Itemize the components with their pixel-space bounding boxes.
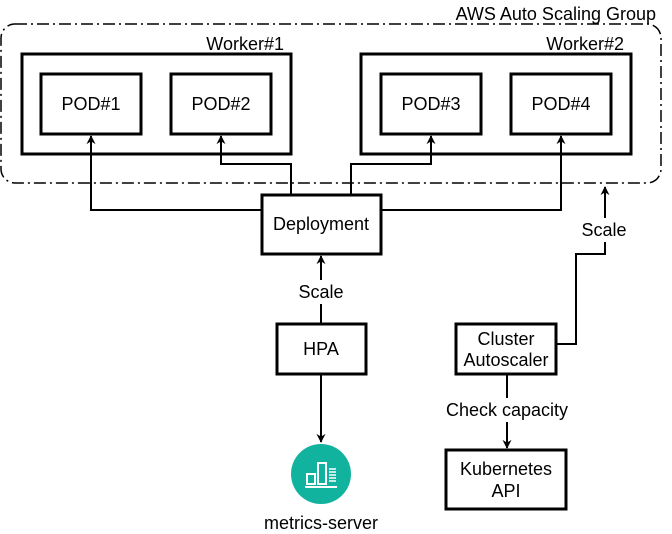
cluster-autoscaler-label-line-1: Cluster [477, 329, 534, 349]
kubernetes-api-label-line-2: API [491, 481, 520, 501]
kubernetes-api-label-line-1: Kubernetes [460, 459, 552, 479]
worker-2-label: Worker#2 [546, 34, 624, 54]
edge-deployment-pod-1 [86, 135, 262, 211]
pod-3-label: POD#3 [401, 94, 460, 114]
hpa-box [275, 322, 368, 376]
edge-deployment-pod-4 [381, 135, 566, 211]
pod-3 [379, 72, 483, 136]
deployment-box [260, 193, 383, 256]
auto-scaling-group-label: AWS Auto Scaling Group [456, 4, 656, 24]
autoscaler-edge-label: Scale [581, 220, 626, 240]
edge-deployment-pod-3 [350, 135, 436, 195]
metrics-server-label: metrics-server [264, 513, 378, 533]
check-capacity-label: Check capacity [446, 400, 568, 420]
check-capacity-label-bg [442, 398, 573, 422]
pod-4-label: POD#4 [531, 94, 590, 114]
hpa-edge-label-bg [290, 280, 352, 304]
kubernetes-api-box [444, 448, 568, 511]
deployment-label: Deployment [273, 214, 369, 234]
auto-scaling-group [0, 23, 662, 184]
cluster-autoscaler-label-line-2: Autoscaler [463, 350, 548, 370]
worker-1-label: Worker#1 [206, 34, 284, 54]
pod-2-label: POD#2 [191, 94, 250, 114]
pod-4 [509, 72, 613, 136]
cluster-autoscaler-box [454, 322, 558, 376]
pod-2 [169, 72, 273, 136]
pod-1 [39, 72, 143, 136]
hpa-edge-label: Scale [298, 282, 343, 302]
autoscaler-edge-label-bg [576, 218, 634, 242]
pod-1-label: POD#1 [61, 94, 120, 114]
edge-deployment-pod-2 [216, 135, 292, 195]
hpa-label: HPA [303, 339, 339, 359]
metrics-server-icon [291, 444, 351, 504]
edge-autoscaler-asg [556, 186, 610, 345]
